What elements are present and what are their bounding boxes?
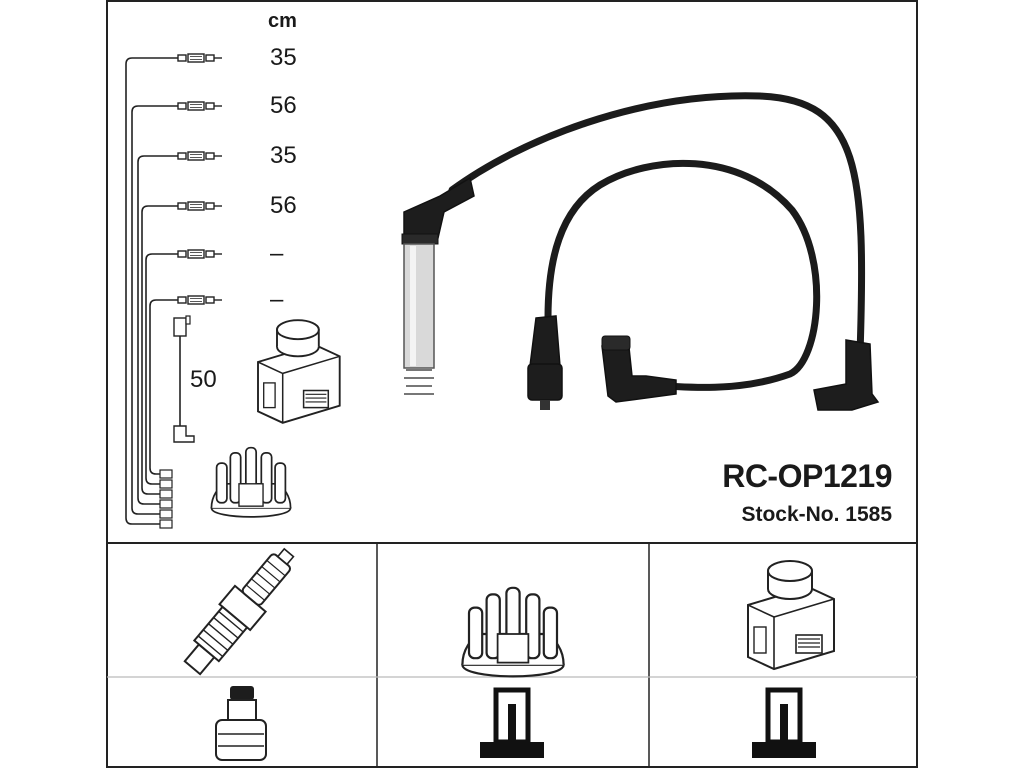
cable-length-2: 56 (270, 92, 297, 119)
diagram-frame (106, 0, 918, 768)
distributor-cap-small-illustration (210, 446, 292, 518)
plug-connector-straight-icon (215, 686, 267, 761)
spark-plug-illustration (183, 547, 295, 676)
coil-connector-terminal-icon (752, 687, 816, 758)
part-number: RC-OP1219 (722, 458, 892, 494)
ignition-cable-set (401, 92, 880, 411)
ignition-coil-small-illustration (257, 319, 341, 424)
cable-length-6: – (270, 286, 284, 313)
cable-length-3: 35 (270, 142, 297, 169)
stock-number: Stock-No. 1585 (741, 503, 892, 526)
wiring-schematic (125, 57, 181, 525)
cable-length-5: – (270, 240, 284, 267)
distributor-cap-illustration (461, 586, 565, 678)
coil-lead-length: 50 (190, 366, 217, 393)
ignition-coil-illustration (747, 560, 835, 670)
cap-connector-terminal-icon (480, 687, 544, 758)
wire-terminals (159, 53, 223, 529)
length-unit-label: cm (268, 10, 297, 32)
cable-length-4: 56 (270, 192, 297, 219)
cable-length-1: 35 (270, 44, 297, 71)
